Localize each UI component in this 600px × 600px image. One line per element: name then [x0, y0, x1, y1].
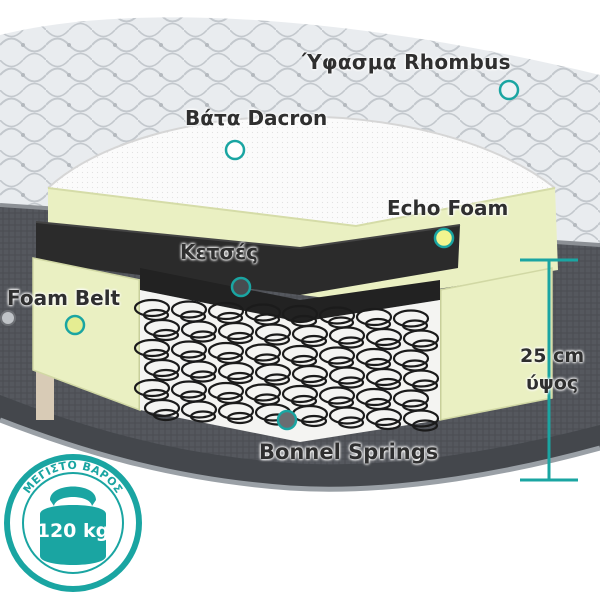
spring-coil [217, 401, 255, 421]
weight-badge [4, 454, 142, 592]
spring-coil [402, 409, 440, 428]
spring-coil [180, 360, 218, 379]
spring-coil [374, 377, 402, 391]
spring-coil [207, 341, 245, 361]
bonnel-springs [133, 298, 440, 432]
spring-coil [374, 337, 402, 351]
spring-coil [328, 366, 366, 385]
spring-coil [226, 371, 254, 385]
spring-coil [337, 336, 365, 349]
spring-coil [244, 303, 282, 322]
spring-coil [328, 326, 366, 345]
spring-coil [217, 361, 255, 381]
spring-coil [263, 333, 291, 346]
spring-coil [411, 339, 439, 352]
spring-coil [402, 329, 440, 348]
spring-coil [318, 346, 356, 365]
spring-coil [365, 367, 403, 387]
label-felt: Κετσές [180, 240, 258, 264]
weight-badge-value: 120 kg [36, 520, 110, 542]
spring-coil [300, 334, 328, 348]
spring-coil [180, 320, 218, 339]
spring-coil [226, 331, 254, 345]
spring-coil [337, 376, 365, 389]
dacron-layer [48, 116, 555, 226]
spring-coil [226, 411, 254, 425]
felt-board [140, 268, 440, 322]
spring-coil [133, 378, 171, 398]
spring-coil [355, 387, 393, 407]
spring-coil [244, 343, 282, 362]
spring-coil [152, 368, 180, 382]
spring-coil [170, 340, 208, 359]
spring-coil [207, 381, 245, 401]
label-springs: Bonnel Springs [259, 440, 439, 464]
spring-coil [244, 383, 282, 402]
spring-coil [402, 369, 440, 388]
spring-coil [318, 306, 356, 325]
kettlebell-icon [50, 486, 96, 506]
label-fabric: Ύφασμα Rhombus [302, 50, 511, 74]
marker-springs [276, 409, 298, 431]
spring-coil [170, 300, 208, 319]
spring-coil [392, 349, 430, 368]
spring-coil [374, 417, 402, 431]
spring-coil [217, 321, 255, 341]
spring-coil [143, 358, 181, 378]
marker-fabric [498, 79, 520, 101]
spring-coil [189, 410, 217, 423]
height-value: 25 cm [520, 345, 585, 367]
spring-coil [392, 309, 430, 328]
spring-coil [281, 304, 319, 324]
label-dacron: Βάτα Dacron [185, 106, 328, 130]
spring-coil [291, 324, 329, 344]
label-echo-foam: Echo Foam [387, 196, 509, 220]
spring-coil [355, 307, 393, 327]
marker-foam-belt [64, 314, 86, 336]
spring-coil [254, 323, 292, 342]
spring-coil [411, 419, 439, 432]
spring-coil [180, 400, 218, 419]
spring-coil [133, 298, 171, 318]
spring-coil [152, 328, 180, 342]
spring-coil [189, 370, 217, 383]
marker-felt [230, 276, 252, 298]
label-foam-belt: Foam Belt [7, 286, 121, 310]
spring-coil [207, 301, 245, 321]
marker-echo-foam [433, 227, 455, 249]
marker-dacron [224, 139, 246, 161]
spring-coil [355, 347, 393, 367]
spring-coil [392, 389, 430, 408]
height-caption: ύψος [525, 372, 579, 394]
spring-coil [143, 318, 181, 338]
spring-coil [152, 408, 180, 422]
spring-coil [337, 416, 365, 429]
spring-coil [300, 374, 328, 388]
spring-coil [170, 380, 208, 399]
spring-coil [411, 379, 439, 392]
spring-coil [300, 414, 328, 428]
height-indicator [520, 258, 578, 482]
spring-coil [281, 344, 319, 364]
side-handle [36, 365, 54, 420]
air-vent [0, 310, 16, 326]
spring-coil [263, 373, 291, 386]
spring-coil [328, 406, 366, 425]
spring-coil [365, 327, 403, 347]
spring-coil [281, 384, 319, 404]
spring-coil [133, 338, 171, 358]
piping [0, 417, 600, 492]
spring-coil [254, 363, 292, 382]
spring-coil [143, 398, 181, 418]
spring-coil [291, 364, 329, 384]
height-label: 25 cm ύψος [520, 343, 584, 397]
spring-coil [189, 330, 217, 343]
spring-coil [318, 386, 356, 405]
spring-coil [365, 407, 403, 427]
